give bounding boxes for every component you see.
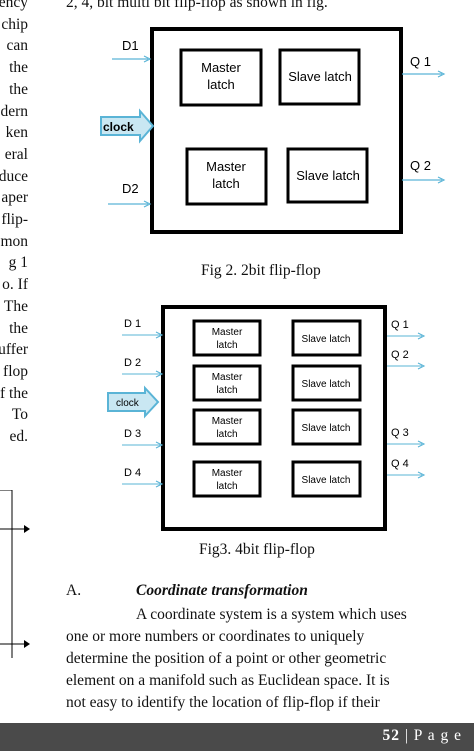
fig2-master-latch-1 bbox=[179, 48, 263, 107]
left-column-line: mon bbox=[0, 232, 28, 250]
left-column-line: the bbox=[9, 319, 28, 337]
fig3-output-arrowhead bbox=[417, 332, 426, 340]
fig3-master-label-line1: Master bbox=[212, 327, 243, 338]
fig3-master-label-line2: latch bbox=[216, 340, 237, 351]
paragraph-line: one or more numbers or coordinates to un… bbox=[66, 628, 365, 645]
page-number-label: 52 | P a g e bbox=[382, 727, 462, 745]
left-column-arrowhead-1 bbox=[24, 525, 30, 533]
fig3-clock-label: clock bbox=[116, 398, 140, 409]
fig3-output-arrowhead bbox=[417, 362, 426, 370]
left-column-line: dern bbox=[0, 102, 28, 120]
fig3-slave-label: Slave latch bbox=[302, 475, 351, 486]
fig2-slave-label-2: Slave latch bbox=[296, 168, 360, 183]
fig3-output-label: Q 3 bbox=[391, 427, 409, 439]
left-column-line: ency bbox=[0, 0, 28, 11]
fig2-clock-arrow bbox=[100, 108, 155, 144]
paragraph-line: element on a manifold such as Euclidean … bbox=[66, 672, 390, 689]
fig3-master-label-line2: latch bbox=[216, 429, 237, 440]
left-column-line: eral bbox=[4, 145, 28, 163]
fig2-input-d1-label: D1 bbox=[122, 38, 139, 53]
fig2-clock-label: clock bbox=[103, 120, 134, 134]
fig2-slave-latch-1 bbox=[278, 48, 361, 106]
fig2-master-label-2-line2: latch bbox=[212, 176, 239, 191]
fig3-master-label-line1: Master bbox=[212, 372, 243, 383]
fig3-input-label: D 3 bbox=[124, 428, 141, 440]
section-letter: A. bbox=[66, 582, 82, 599]
left-column-line: g 1 bbox=[8, 254, 28, 272]
fig2-master-label-1-line2: latch bbox=[207, 77, 234, 92]
intro-line: 2, 4, bit multi bit flip-flop as shown i… bbox=[66, 0, 328, 11]
fig3-output-label: Q 2 bbox=[391, 349, 409, 361]
figure-2-diagram: Master latch Slave latch Master latch Sl… bbox=[100, 27, 446, 234]
fig3-input-arrowhead bbox=[155, 441, 164, 449]
section-title: Coordinate transformation bbox=[136, 582, 308, 599]
left-column-line: To bbox=[11, 406, 28, 424]
fig3-output-arrowhead bbox=[417, 471, 426, 479]
fig3-master-label-line2: latch bbox=[216, 481, 237, 492]
body-paragraph: A coordinate system is a system which us… bbox=[66, 604, 474, 714]
fig3-output-label: Q 4 bbox=[391, 458, 409, 470]
fig2-output-q2-label: Q 2 bbox=[410, 158, 431, 173]
fig3-master-latch-1 bbox=[192, 319, 262, 357]
paragraph-line: determine the position of a point or oth… bbox=[66, 650, 387, 667]
fig3-caption: Fig3. 4bit flip-flop bbox=[199, 541, 315, 558]
fig2-input-d2-arrowhead bbox=[143, 200, 152, 208]
fig2-caption: Fig 2. 2bit flip-flop bbox=[201, 262, 321, 279]
fig3-clock-arrow bbox=[107, 385, 160, 419]
fig3-master-latch-2 bbox=[192, 364, 262, 402]
fig2-slave-label-1: Slave latch bbox=[288, 69, 352, 84]
fig2-output-q1-label: Q 1 bbox=[410, 54, 431, 69]
fig2-output-q1-arrowhead bbox=[437, 70, 446, 78]
left-column-line: uffer bbox=[0, 341, 28, 359]
fig3-slave-latch-1 bbox=[291, 319, 362, 357]
fig2-slave-latch-2 bbox=[286, 147, 369, 204]
left-column-line: duce bbox=[0, 167, 28, 185]
fig3-input-label: D 2 bbox=[124, 357, 141, 369]
fig3-input-arrowhead bbox=[155, 370, 164, 378]
page-number: 52 bbox=[382, 727, 400, 744]
fig3-input-label: D 1 bbox=[124, 318, 141, 330]
fig2-input-d2-label: D2 bbox=[122, 181, 139, 196]
fig3-slave-latch-3 bbox=[291, 408, 362, 446]
left-column-line: o. If bbox=[2, 276, 28, 294]
fig2-output-q2-arrowhead bbox=[437, 176, 446, 184]
fig3-master-label-line1: Master bbox=[212, 416, 243, 427]
left-column-line: aper bbox=[1, 189, 28, 207]
left-column-line: chip bbox=[1, 15, 28, 33]
fig3-slave-latch-4 bbox=[291, 460, 362, 498]
left-column-line: ken bbox=[5, 124, 28, 142]
fig3-slave-label: Slave latch bbox=[302, 379, 351, 390]
left-column-line: f the bbox=[0, 384, 28, 402]
fig3-master-latch-3 bbox=[192, 408, 262, 446]
fig3-master-label-line1: Master bbox=[212, 468, 243, 479]
page-word: | P a g e bbox=[404, 727, 462, 744]
left-column-line: flip- bbox=[1, 211, 28, 228]
fig3-input-label: D 4 bbox=[124, 467, 141, 479]
page-footer: 52 | P a g e bbox=[0, 723, 474, 751]
left-column-line: the bbox=[9, 59, 28, 77]
fig2-master-latch-2 bbox=[185, 147, 268, 206]
fig3-output-arrowhead bbox=[417, 440, 426, 448]
left-column-line: can bbox=[6, 37, 28, 55]
fig2-input-d1-arrowhead bbox=[143, 55, 152, 63]
fig3-slave-label: Slave latch bbox=[302, 334, 351, 345]
section-heading: A. Coordinate transformation bbox=[66, 582, 308, 600]
paragraph-line: not easy to identify the location of fli… bbox=[66, 694, 380, 711]
left-column-line: flop bbox=[3, 362, 28, 380]
fig2-master-label-2-line1: Master bbox=[206, 159, 246, 174]
fig3-master-label-line2: latch bbox=[216, 385, 237, 396]
fig3-input-arrowhead bbox=[155, 331, 164, 339]
fig3-slave-latch-2 bbox=[291, 364, 362, 402]
fig3-slave-label: Slave latch bbox=[302, 423, 351, 434]
fig2-master-label-1-line1: Master bbox=[201, 60, 241, 75]
fig3-master-latch-4 bbox=[192, 460, 262, 498]
left-column-line: The bbox=[3, 297, 28, 315]
fig3-output-label: Q 1 bbox=[391, 319, 409, 331]
left-column-figure-fragment bbox=[0, 490, 30, 658]
paragraph-line: A coordinate system is a system which us… bbox=[136, 606, 407, 623]
left-column-line: the bbox=[9, 80, 28, 98]
fig3-input-arrowhead bbox=[155, 480, 164, 488]
left-column-line: ed. bbox=[9, 428, 28, 445]
